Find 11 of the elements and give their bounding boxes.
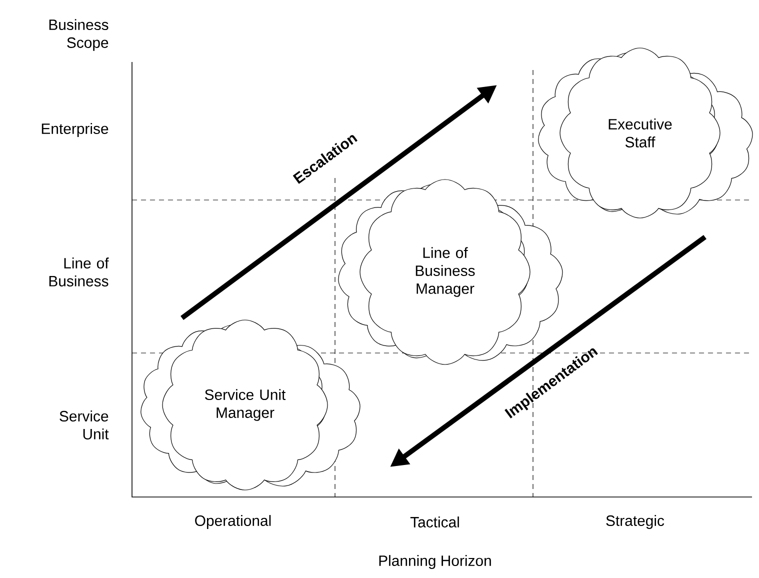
cloud: Line of Business Manager	[338, 179, 563, 365]
axis-label: Service Unit	[60, 410, 109, 440]
axis-label: Line of Business	[49, 258, 109, 286]
cloud: Executive Staff	[538, 48, 753, 218]
axis-label: Operational	[195, 515, 271, 529]
axis-label: Business Scope	[49, 19, 108, 51]
axis-label: Planning Horizon	[379, 555, 491, 569]
axis-label: Strategic	[606, 515, 664, 529]
axis-label: Enterprise	[42, 123, 108, 137]
axis-label: Tactical	[410, 516, 459, 528]
cloud: Service Unit Manager	[140, 320, 360, 490]
